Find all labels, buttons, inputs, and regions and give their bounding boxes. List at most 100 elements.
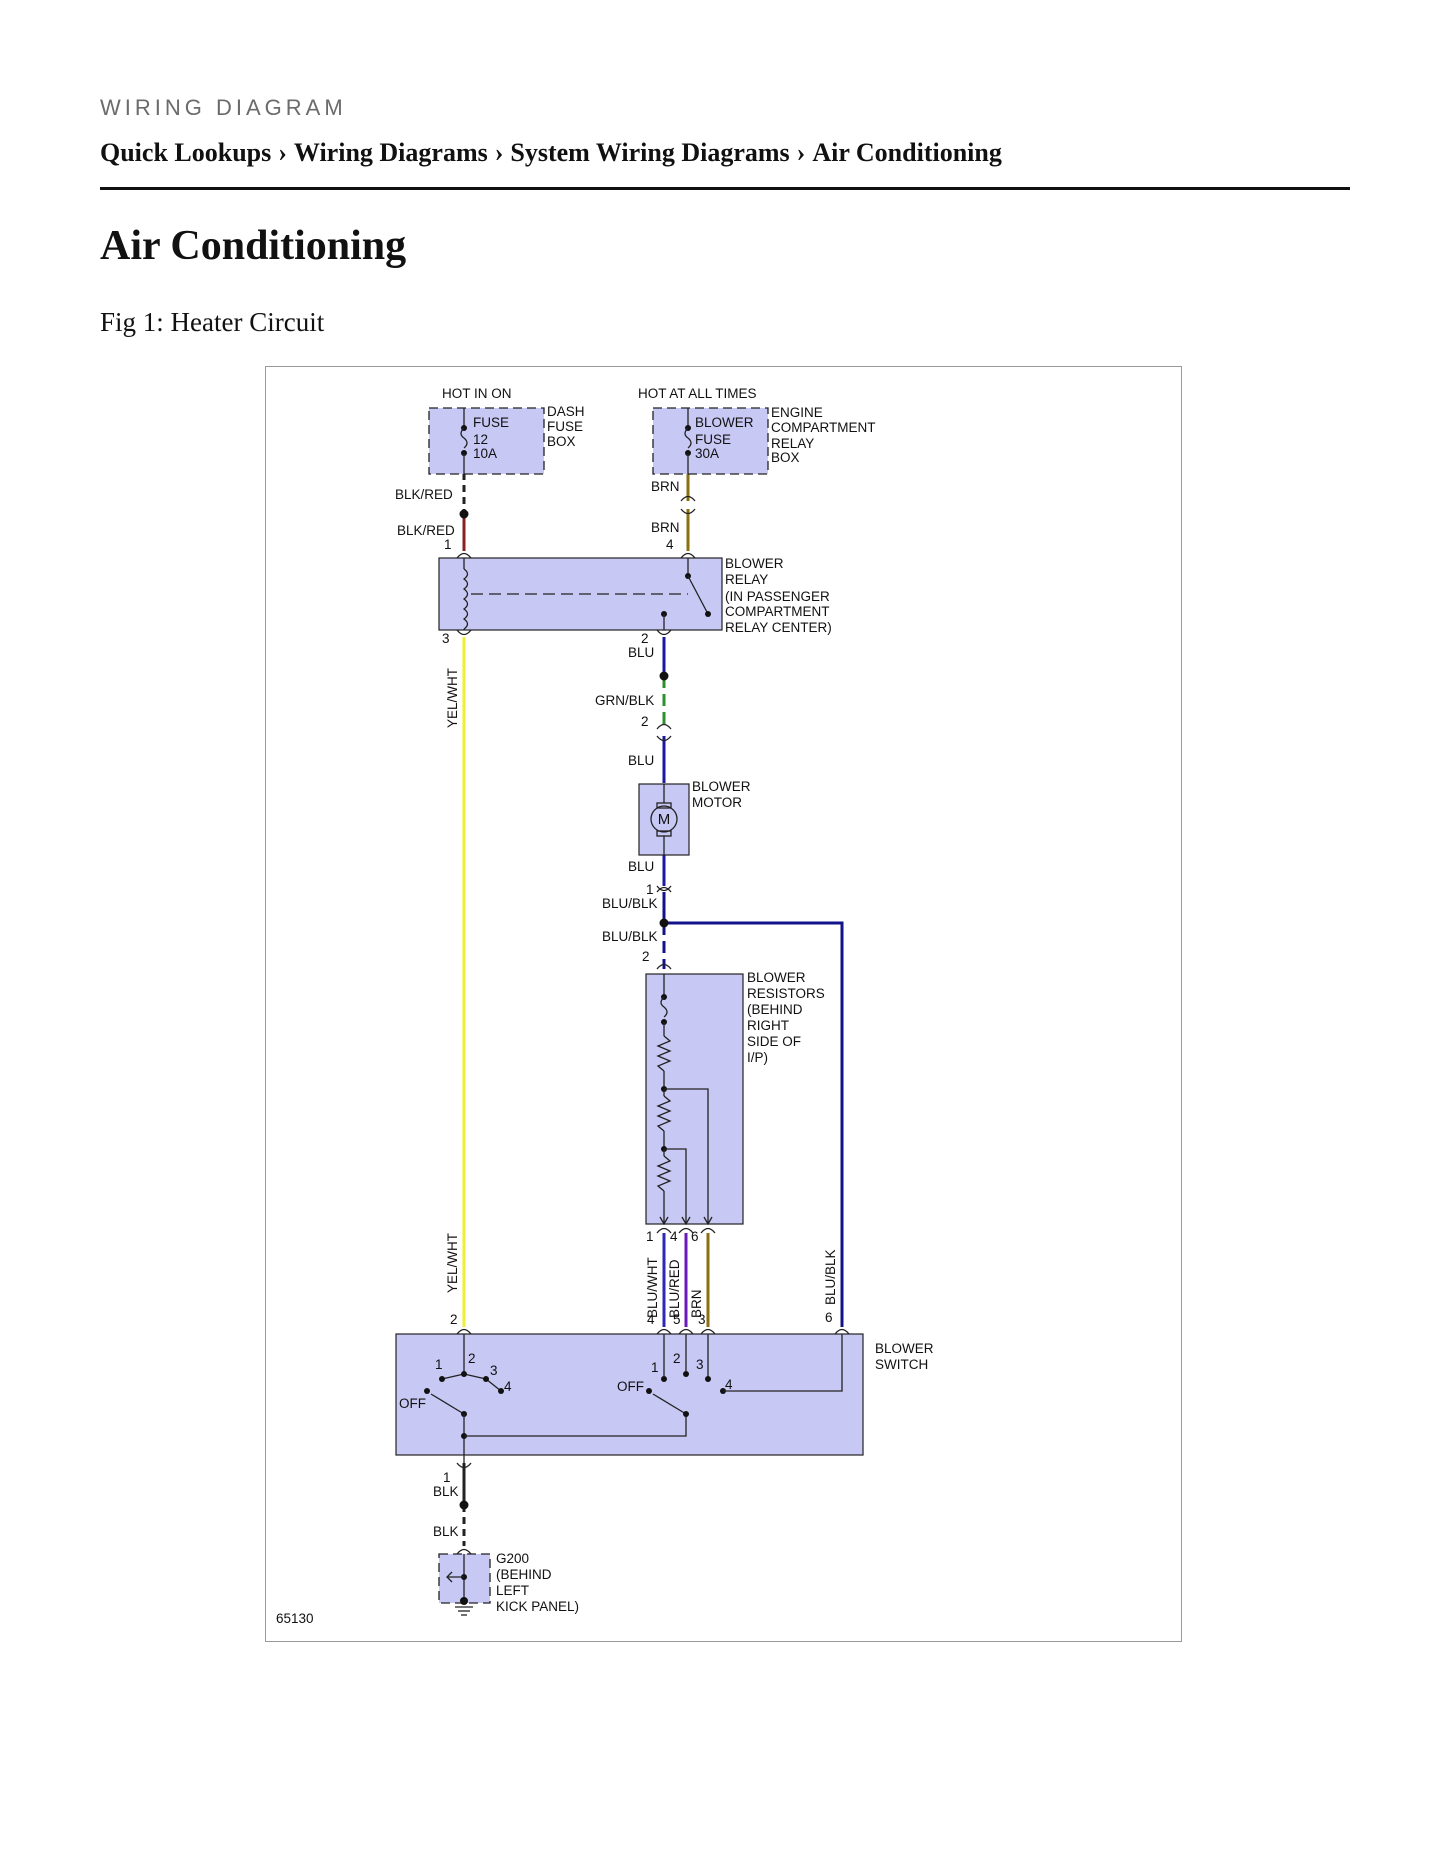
- fuse-left-line-2: 12: [473, 432, 488, 447]
- grn-blk-pin: 2: [641, 714, 649, 729]
- wire-label-yel-wht-upper: YEL/WHT: [445, 668, 460, 728]
- right-contact-3: 3: [696, 1357, 704, 1372]
- switch-pin-5: 5: [673, 1312, 681, 1327]
- switch-label-1: BLOWER: [875, 1341, 934, 1356]
- resistors-label-2: RESISTORS: [747, 986, 825, 1001]
- left-contact-4: 4: [504, 1379, 512, 1394]
- wire-label-blu-blk-lower: BLU/BLK: [602, 929, 658, 944]
- breadcrumb-item-system-wiring-diagrams[interactable]: System Wiring Diagrams: [510, 138, 790, 167]
- engine-box-label-4: BOX: [771, 450, 800, 465]
- wire-label-blk-red-upper: BLK/RED: [395, 487, 453, 502]
- ground-label-4: KICK PANEL): [496, 1599, 579, 1614]
- dash-fuse-box-label-2: FUSE: [547, 419, 583, 434]
- wire-label-blk-lower: BLK: [433, 1524, 459, 1539]
- wire-label-grn-blk: GRN/BLK: [595, 693, 654, 708]
- dash-fuse-box-label-3: BOX: [547, 434, 576, 449]
- left-switch-arm: [430, 1393, 465, 1415]
- relay-contact-arm: [687, 575, 709, 615]
- figure-caption: Fig 1: Heater Circuit: [100, 307, 325, 337]
- switch-pin-bottom: 1: [443, 1470, 451, 1485]
- relay-label-3: (IN PASSENGER: [725, 589, 830, 604]
- switch-pin-4: 4: [647, 1312, 655, 1327]
- fuse-right-line-2: FUSE: [695, 432, 731, 447]
- switch-pin-3: 3: [698, 1312, 706, 1327]
- section-kicker: WIRING DIAGRAM: [100, 95, 347, 120]
- ground-label-1: G200: [496, 1551, 529, 1566]
- left-contact-3: 3: [490, 1363, 498, 1378]
- wire-label-blk-upper: BLK: [433, 1484, 459, 1499]
- motor-symbol: M: [658, 811, 671, 828]
- blower-resistors: [645, 973, 744, 1225]
- relay-pin-3: 3: [442, 631, 450, 646]
- engine-compartment-relay-box: [652, 407, 769, 475]
- engine-box-label-3: RELAY: [771, 436, 814, 451]
- ground-label-3: LEFT: [496, 1583, 529, 1598]
- relay-pin-4: 4: [666, 537, 674, 552]
- resistor-pin-1: 1: [646, 1229, 654, 1244]
- breadcrumb-separator: ›: [796, 138, 806, 167]
- breadcrumb-item-wiring-diagrams[interactable]: Wiring Diagrams: [293, 138, 488, 167]
- right-contact-2: 2: [673, 1351, 681, 1366]
- breadcrumb-separator: ›: [494, 138, 504, 167]
- ground-label-2: (BEHIND: [496, 1567, 552, 1582]
- fuse-left-line-3: 10A: [473, 446, 497, 461]
- wire-label-blu-motor-top: BLU: [628, 753, 654, 768]
- breadcrumb: Quick Lookups›Wiring Diagrams›System Wir…: [100, 138, 1002, 168]
- wire-label-blu-wht: BLU/WHT: [645, 1257, 660, 1318]
- switch-label-2: SWITCH: [875, 1357, 928, 1372]
- splice-blu-blk: [659, 918, 669, 928]
- relay-coil: [462, 568, 469, 630]
- fuse-left-line-1: FUSE: [473, 415, 509, 430]
- wire-label-brn-lower: BRN: [651, 520, 680, 535]
- wire-label-blu-blk-switch: BLU/BLK: [823, 1249, 838, 1305]
- breadcrumb-item-quick-lookups[interactable]: Quick Lookups: [100, 138, 272, 167]
- relay-pin-2: 2: [641, 631, 649, 646]
- relay-label-4: COMPARTMENT: [725, 604, 830, 619]
- resistors-label-6: I/P): [747, 1050, 768, 1065]
- left-contact-1: 1: [435, 1357, 443, 1372]
- page-title: Air Conditioning: [100, 223, 407, 269]
- resistor-pin-4: 4: [670, 1229, 678, 1244]
- wire-label-brn-upper: BRN: [651, 479, 680, 494]
- splice-blk: [459, 1500, 469, 1510]
- wire-label-blu-motor-bottom: BLU: [628, 859, 654, 874]
- motor-label-2: MOTOR: [692, 795, 742, 810]
- label-hot-at-all-times: HOT AT ALL TIMES: [638, 386, 757, 401]
- wire-label-brn-switch: BRN: [689, 1289, 704, 1318]
- splice-blu-grn: [659, 671, 669, 681]
- breadcrumb-separator: ›: [278, 138, 287, 167]
- wire-label-blk-red-lower: BLK/RED: [397, 523, 455, 538]
- relay-pin-1: 1: [444, 537, 452, 552]
- right-contact-4: 4: [725, 1377, 733, 1392]
- switch-pin-2: 2: [450, 1312, 458, 1327]
- motor-pin: 1: [646, 882, 654, 897]
- breadcrumb-item-air-conditioning[interactable]: Air Conditioning: [812, 138, 1002, 167]
- resistor-pin-6: 6: [691, 1229, 699, 1244]
- relay-label-1: BLOWER: [725, 556, 784, 571]
- fuse-right-line-3: 30A: [695, 446, 719, 461]
- motor-label-1: BLOWER: [692, 779, 751, 794]
- resistors-label-1: BLOWER: [747, 970, 806, 985]
- label-hot-in-on: HOT IN ON: [442, 386, 512, 401]
- engine-box-label-1: ENGINE: [771, 405, 823, 420]
- heater-circuit-diagram: HOT IN ON HOT AT ALL TIMES FUSE 12 10A D…: [276, 386, 934, 1626]
- dash-fuse-box: [428, 407, 545, 475]
- splice-blk-red: [459, 509, 469, 519]
- right-contact-1: 1: [651, 1360, 659, 1375]
- engine-box-label-2: COMPARTMENT: [771, 420, 876, 435]
- wire-label-blu-red: BLU/RED: [667, 1259, 682, 1318]
- resistors-label-5: SIDE OF: [747, 1034, 801, 1049]
- fuse-right-line-1: BLOWER: [695, 415, 754, 430]
- figure-id: 65130: [276, 1611, 314, 1626]
- right-switch-arm: [652, 1393, 687, 1415]
- right-contact-off: OFF: [617, 1379, 644, 1394]
- blower-switch: [395, 1333, 864, 1456]
- left-contact-2: 2: [468, 1351, 476, 1366]
- left-contact-off: OFF: [399, 1396, 426, 1411]
- resistors-label-3: (BEHIND: [747, 1002, 803, 1017]
- wiring-diagram-figure: HOT IN ON HOT AT ALL TIMES FUSE 12 10A D…: [265, 366, 1182, 1642]
- wire-label-blu-relay: BLU: [628, 645, 654, 660]
- switch-pin-6: 6: [825, 1310, 833, 1325]
- dash-fuse-box-label-1: DASH: [547, 404, 585, 419]
- wire-label-yel-wht-lower: YEL/WHT: [445, 1233, 460, 1293]
